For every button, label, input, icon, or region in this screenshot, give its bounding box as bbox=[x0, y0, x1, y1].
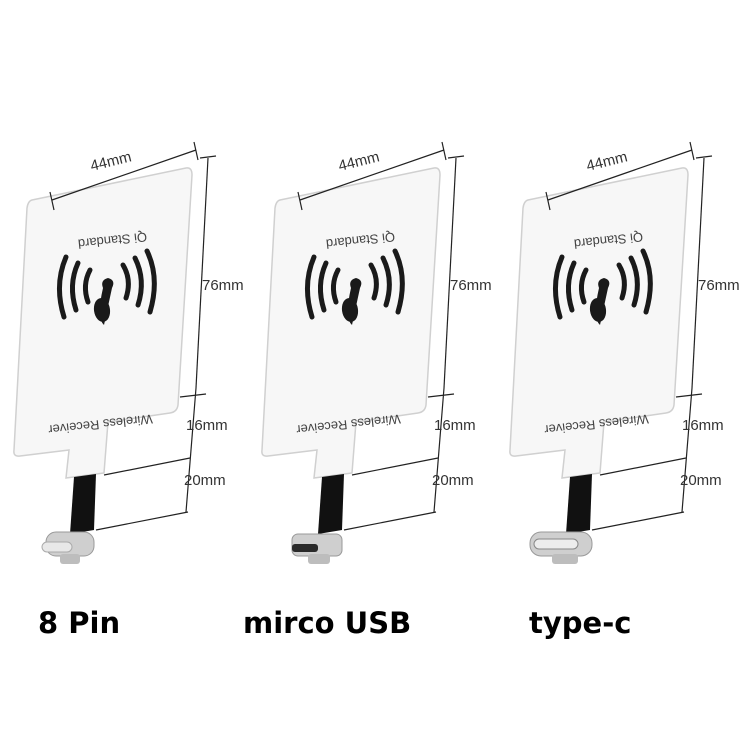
width-dimension bbox=[49, 141, 199, 211]
height-label: 76mm bbox=[450, 277, 492, 294]
width-dimension bbox=[545, 141, 695, 211]
cable-length-label: 20mm bbox=[184, 472, 226, 489]
caption-8pin: 8 Pin bbox=[38, 606, 121, 640]
cable-length-label: 20mm bbox=[680, 472, 722, 489]
caption-type-c: type-c bbox=[529, 606, 632, 640]
receiver-product-micro-usb: Qi Standard Wireless Receiver 44mm 76mm … bbox=[248, 120, 498, 600]
width-label: 44mm bbox=[337, 148, 382, 175]
receiver-illustration: Qi Standard Wireless Receiver 44mm 76mm … bbox=[261, 141, 492, 564]
height-dimension bbox=[591, 155, 713, 531]
caption-micro-usb: mirco USB bbox=[243, 606, 412, 640]
width-dimension bbox=[297, 141, 447, 211]
wireless-charging-icon bbox=[57, 248, 157, 325]
connector-type-c-icon bbox=[529, 531, 593, 564]
width-label: 44mm bbox=[585, 148, 630, 175]
cable-length-label: 20mm bbox=[432, 472, 474, 489]
wireless-charging-icon bbox=[553, 248, 653, 325]
neck-length-label: 16mm bbox=[434, 417, 476, 434]
height-label: 76mm bbox=[698, 277, 740, 294]
flex-cable bbox=[318, 474, 344, 534]
receiver-product-type-c: Qi Standard Wireless Receiver 44mm 76mm … bbox=[496, 120, 746, 600]
height-dimension bbox=[343, 155, 465, 531]
neck-length-label: 16mm bbox=[682, 417, 724, 434]
receiver-illustration: Qi Standard Wireless Receiver 44mm 76mm … bbox=[13, 141, 244, 564]
connector-8pin-icon bbox=[41, 531, 95, 564]
card-top-text: Qi Standard bbox=[573, 229, 644, 251]
neck-length-label: 16mm bbox=[186, 417, 228, 434]
width-label: 44mm bbox=[89, 148, 134, 175]
wireless-charging-icon bbox=[305, 248, 405, 325]
card-top-text: Qi Standard bbox=[325, 229, 396, 251]
card-top-text: Qi Standard bbox=[77, 229, 148, 251]
height-dimension bbox=[95, 155, 217, 531]
receiver-product-8pin: Qi Standard Wireless Receiver 44mm 76mm … bbox=[0, 120, 250, 600]
receiver-illustration: Qi Standard Wireless Receiver 44mm 76mm … bbox=[509, 141, 740, 564]
height-label: 76mm bbox=[202, 277, 244, 294]
flex-cable bbox=[566, 474, 592, 534]
connector-micro-usb-icon bbox=[291, 533, 343, 564]
flex-cable bbox=[70, 474, 96, 534]
